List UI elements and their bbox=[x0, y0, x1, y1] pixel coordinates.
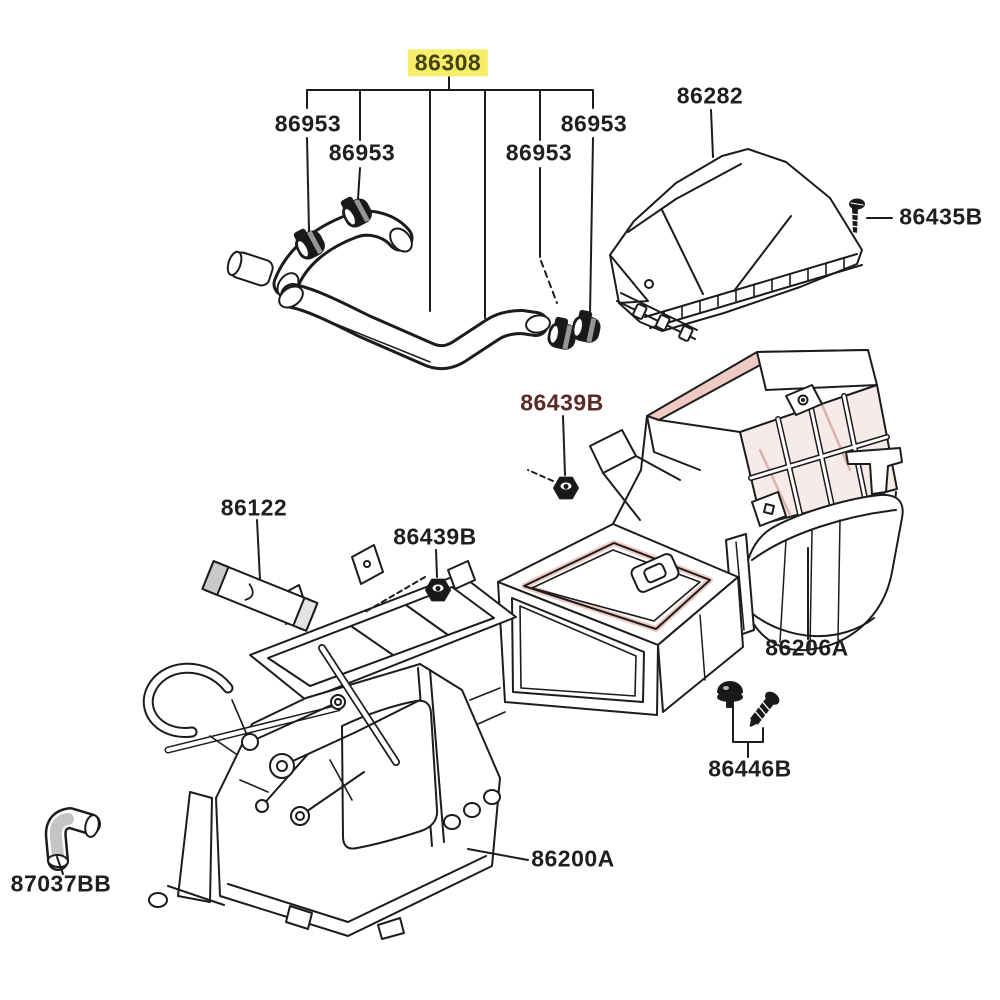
part-label-86122[interactable]: 86122 bbox=[220, 494, 288, 521]
blower-86206A-drawing bbox=[589, 349, 904, 652]
heater-86200A-drawing bbox=[142, 544, 517, 940]
hose-clamp-icon bbox=[293, 228, 325, 260]
screw-86435B-icon bbox=[849, 198, 865, 233]
hose-clamp-icon bbox=[547, 316, 577, 350]
part-label-86953-left-outer[interactable]: 86953 bbox=[274, 110, 342, 137]
part-label-86953-left-inner[interactable]: 86953 bbox=[328, 139, 396, 166]
hose-86308-drawing bbox=[226, 209, 551, 371]
part-label-86953-right-outer[interactable]: 86953 bbox=[560, 110, 628, 137]
part-label-86435B[interactable]: 86435B bbox=[899, 203, 983, 230]
part-label-86953-right-inner[interactable]: 86953 bbox=[505, 139, 573, 166]
part-label-86308-highlighted[interactable]: 86308 bbox=[407, 49, 489, 77]
hose-clamp-icon bbox=[571, 309, 601, 343]
part-label-86200A[interactable]: 86200A bbox=[531, 845, 615, 872]
cover-86282-drawing bbox=[609, 148, 863, 342]
screw-86446B-icon bbox=[749, 691, 780, 727]
part-label-86282[interactable]: 86282 bbox=[676, 82, 744, 109]
hose-clamp-icon bbox=[340, 196, 372, 228]
nut-icon bbox=[553, 476, 579, 500]
part-label-86439B-upper[interactable]: 86439B bbox=[520, 389, 604, 416]
part-label-86206A[interactable]: 86206A bbox=[765, 634, 849, 661]
seal-86122-drawing bbox=[201, 560, 319, 632]
part-label-86446B[interactable]: 86446B bbox=[708, 755, 792, 782]
clip-icon bbox=[717, 681, 743, 708]
part-label-86439B-lower[interactable]: 86439B bbox=[393, 523, 477, 550]
part-label-87037BB[interactable]: 87037BB bbox=[10, 870, 112, 897]
nut-icon bbox=[425, 578, 451, 602]
elbow-87037BB-drawing bbox=[44, 807, 101, 871]
leader-lines bbox=[56, 76, 893, 875]
duct-drawing bbox=[497, 523, 744, 716]
